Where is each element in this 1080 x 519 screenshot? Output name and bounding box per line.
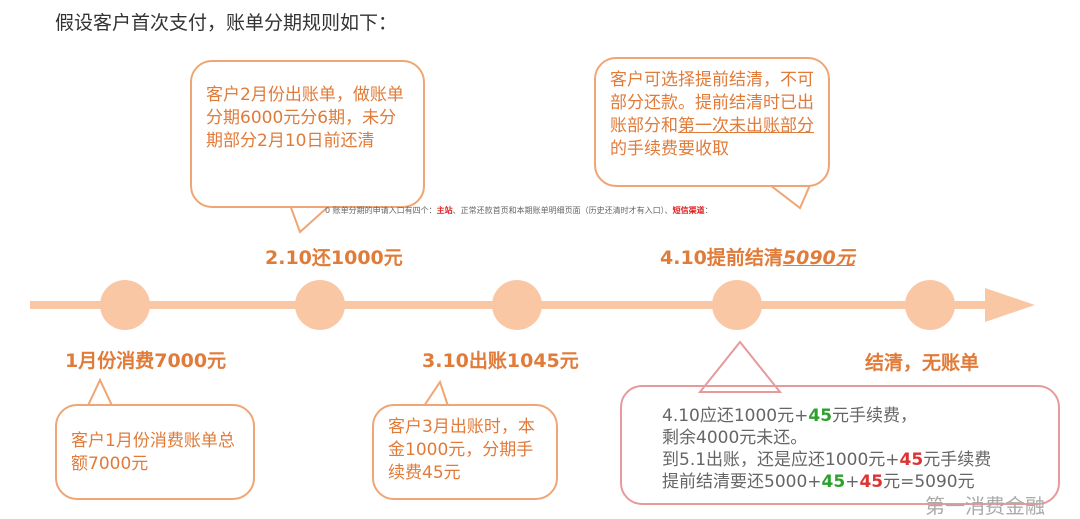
arrow-head-icon (985, 288, 1035, 322)
row: 到5.1出账，还是应还1000元+45元手续费 (662, 449, 1058, 471)
t: 45 (821, 472, 846, 492)
t: 元手续费， (832, 406, 918, 426)
bubble-early-payoff: 客户可选择提前结清，不可部分还款。提前结清时已出账部分和第一次未出账部分的手续费… (594, 57, 830, 187)
text: 的手续费要收取 (610, 139, 729, 159)
node-5 (905, 280, 955, 330)
watermark: 第一消费金融 (925, 494, 1045, 518)
label-jan: 1月份消费7000元 (65, 350, 227, 372)
t: 45 (899, 450, 924, 470)
t: + (845, 472, 860, 492)
t: 元手续费 (923, 450, 992, 470)
text: 客户可选择提前结清，不可部分还款。提前结清时已出账部分和 (610, 70, 814, 136)
footnote: 0 账单分期的申请入口有四个：主站、正常还款首页和本期账单明细页面（历史还清时才… (325, 205, 885, 217)
node-4 (712, 280, 762, 330)
row: 4.10应还1000元+45元手续费， (662, 405, 1058, 427)
row: 提前结清要还5000+45+45元=5090元 (662, 471, 1058, 493)
row: 剩余4000元未还。 (662, 428, 808, 448)
t: 5090元 (782, 247, 855, 269)
t: 45 (808, 406, 833, 426)
t: 0 账单分期的申请入口有四个： (325, 206, 437, 215)
node-2 (295, 280, 345, 330)
t: 主站 (436, 206, 453, 215)
underlined-text: 第一次未出账部分 (678, 116, 814, 136)
node-3 (492, 280, 542, 330)
label-settled: 结清，无账单 (865, 352, 980, 374)
bubble-tail (288, 204, 333, 234)
label-apr-10: 4.10提前结清5090元 (660, 243, 855, 270)
page-title: 假设客户首次支付，账单分期规则如下： (55, 12, 398, 34)
bubble-jan-spend: 客户1月份消费账单总额7000元 (55, 404, 255, 500)
t: 4.10提前结清 (660, 247, 783, 269)
calc-box: 4.10应还1000元+45元手续费， 剩余4000元未还。 到5.1出账，还是… (620, 385, 1060, 505)
t: 、正常还款首页和本期账单明细页面（历史还清时才有入口）、 (452, 206, 673, 215)
t: 45 (859, 472, 884, 492)
bubble-mar-bill: 客户3月出账时，本金1000元，分期手续费45元 (372, 404, 558, 500)
label-mar-10: 3.10出账1045元 (422, 350, 579, 372)
t: ： (704, 206, 713, 215)
t: 提前结清要还5000+ (662, 472, 822, 492)
bubble-feb-bill: 客户2月份出账单，做账单分期6000元分6期，未分期部分2月10日前还清 (190, 60, 425, 208)
label-feb-10: 2.10还1000元 (265, 247, 403, 269)
t: 短信渠道 (672, 206, 705, 215)
t: 到5.1出账，还是应还1000元+ (662, 450, 900, 470)
node-1 (100, 280, 150, 330)
t: 元=5090元 (883, 472, 975, 492)
t: 4.10应还1000元+ (662, 406, 809, 426)
box-tail (697, 340, 783, 393)
